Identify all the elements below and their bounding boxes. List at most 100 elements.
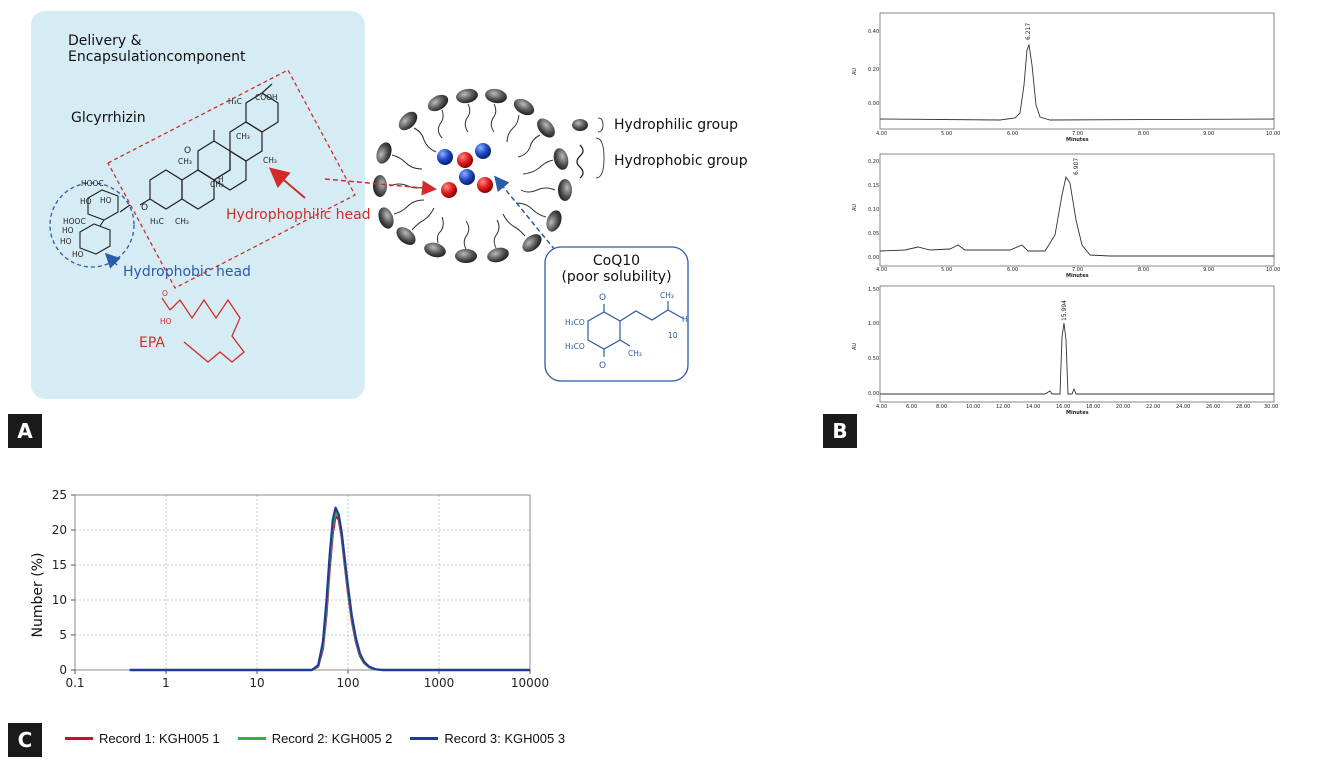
x-tick: 10.00 (1266, 131, 1280, 137)
hydrophobic-group-icon (576, 144, 584, 179)
y-tick-label: 20 (52, 523, 67, 537)
chromatogram-y-label: AU (852, 343, 858, 350)
y-tick: 0.40 (868, 29, 879, 35)
panel-a-diagram: COOH H₃C CH₃ CH₃ CH₃ CH₃ H₃C CH₃ H O O H… (49, 69, 689, 382)
coq10-label-line2: (poor solubility) (561, 269, 672, 285)
group-legend (572, 117, 605, 179)
x-tick: 6.00 (1007, 131, 1018, 137)
panel-a-title-line1: Delivery & (68, 33, 142, 49)
y-tick: 0.20 (868, 159, 879, 165)
x-tick: 28.00 (1236, 404, 1250, 410)
peak-label: 15.994 (1061, 300, 1068, 321)
chromatogram-trace (879, 43, 1275, 121)
series-line-3 (129, 506, 530, 672)
x-tick: 9.00 (1203, 131, 1214, 137)
chromatogram-trace (879, 175, 1274, 257)
hydrophilic-head-label: Hydrophophilic head (226, 207, 371, 223)
x-tick: 18.00 (1086, 404, 1100, 410)
panel-c-badge: C (8, 723, 42, 757)
coq10-label: CoQ10 (poor solubility) (545, 253, 688, 285)
x-tick: 5.00 (941, 131, 952, 137)
y-axis-label: Number (%) (30, 553, 46, 638)
chem-label: O (599, 361, 606, 371)
y-tick-label: 10 (52, 593, 67, 607)
y-tick: 0.05 (868, 231, 879, 237)
chromatogram-y-label: AU (852, 68, 858, 75)
legend-item: Record 2: KGH005 2 (237, 731, 392, 746)
chem-label: CH₃ (628, 349, 642, 358)
x-tick: 10.00 (966, 404, 980, 410)
panel-a-badge: A (8, 414, 42, 448)
arrow-coq10 (494, 175, 556, 251)
micelle (373, 88, 572, 263)
x-tick-label: 1000 (424, 676, 455, 690)
chem-label: O (141, 203, 148, 213)
coq10-label-line1: CoQ10 (592, 253, 641, 269)
legend-swatch (65, 737, 93, 740)
legend-item: Record 3: KGH005 3 (410, 731, 565, 746)
arrow-to-micelle (324, 178, 437, 196)
epa-label: EPA (139, 335, 165, 351)
x-tick: 8.00 (1138, 267, 1149, 273)
chem-label: O (184, 146, 191, 156)
legend-label: Record 3: KGH005 3 (444, 731, 566, 746)
x-tick: 16.00 (1056, 404, 1070, 410)
chromatogram-x-label: Minutes (1066, 273, 1089, 279)
x-tick-label: 10 (249, 676, 264, 690)
panel-a-title-line2: Encapsulationcomponent (68, 49, 246, 65)
chem-label: COOH (255, 93, 278, 102)
chem-label: HO (60, 237, 72, 246)
chem-label: O (599, 293, 606, 303)
arrow-hydrophobic-head (104, 252, 121, 269)
panel-b-chromatograms: AU 0.40 0.20 0.00 4.00 5.00 6.00 7.00 8.… (852, 12, 1280, 416)
chromatogram-y-label: AU (852, 204, 858, 211)
x-tick: 7.00 (1072, 131, 1083, 137)
chem-label: HOOC (63, 217, 86, 226)
x-tick: 10.00 (1266, 267, 1280, 273)
chromatogram-x-label: Minutes (1066, 137, 1089, 143)
chromatogram-trace (880, 322, 1274, 395)
x-tick: 20.00 (1116, 404, 1130, 410)
x-tick: 9.00 (1203, 267, 1214, 273)
panel-b-badge: B (823, 414, 857, 448)
x-tick-label: 1 (162, 676, 170, 690)
x-tick: 6.00 (1007, 267, 1018, 273)
x-tick-label: 10000 (511, 676, 549, 690)
chem-label: H (218, 175, 224, 184)
y-tick: 0.15 (868, 183, 879, 189)
x-tick: 8.00 (1138, 131, 1149, 137)
chem-label: H (682, 315, 688, 324)
legend-item: Record 1: KGH005 1 (65, 731, 220, 746)
x-tick: 14.00 (1026, 404, 1040, 410)
coq10-box (544, 246, 689, 382)
chem-label: CH₃ (175, 217, 189, 226)
y-tick-label: 15 (52, 558, 67, 572)
chart-grid (74, 494, 531, 671)
chart-legend: Record 1: KGH005 1 Record 2: KGH005 2 Re… (65, 731, 565, 746)
y-tick: 1.00 (868, 321, 879, 327)
arrow-hydrophilic-head (268, 167, 306, 199)
y-tick-label: 0 (59, 663, 67, 677)
chem-label: CH₃ (263, 156, 277, 165)
hydrophobic-region-circle (49, 182, 135, 268)
x-tick: 22.00 (1146, 404, 1160, 410)
glycyrrhizin-structure (119, 83, 279, 213)
chem-label: H₃C (150, 217, 164, 226)
hydrophilic-group-label: Hydrophilic group (614, 117, 738, 133)
chem-label: HO (62, 226, 74, 235)
chromatogram-3: AU 1.50 1.00 0.50 0.00 4.00 6.00 8.00 10… (852, 285, 1278, 416)
chromatogram-1: AU 0.40 0.20 0.00 4.00 5.00 6.00 7.00 8.… (852, 12, 1280, 143)
y-tick: 0.00 (868, 101, 879, 107)
x-tick: 4.00 (876, 267, 887, 273)
x-tick-label: 100 (337, 676, 360, 690)
glycyrrhizin-label: Glcyrrhizin (71, 110, 146, 126)
peak-label: 6.907 (1073, 158, 1080, 175)
y-tick: 0.50 (868, 356, 879, 362)
hydrophobic-group-label: Hydrophobic group (614, 153, 748, 169)
series-line-1 (129, 514, 530, 672)
peak-label: 6.217 (1025, 23, 1032, 40)
plot-frame (74, 494, 531, 671)
y-tick: 0.10 (868, 207, 879, 213)
chem-label: CH₃ (210, 180, 224, 189)
